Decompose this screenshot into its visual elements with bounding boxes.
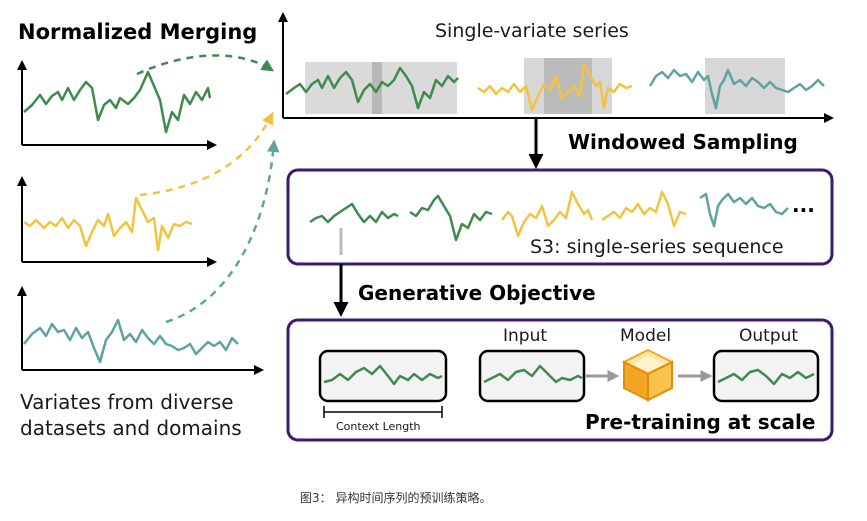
- s3-segments: [309, 190, 789, 242]
- s3-sequence-label: S3: single-series sequence: [530, 236, 784, 258]
- output-label: Output: [739, 326, 799, 346]
- single-variate-axis: [278, 12, 834, 123]
- context-window: [318, 349, 448, 403]
- pretraining-label: Pre-training at scale: [585, 410, 816, 434]
- context-length-bracket: [323, 406, 443, 418]
- context-length-label: Context Length: [336, 420, 421, 433]
- merge-arrow-yellow: [139, 111, 274, 197]
- merged-series-yellow: [477, 62, 633, 112]
- source-plot-yellow: [17, 176, 217, 267]
- input-label: Input: [503, 326, 548, 346]
- figure-caption: 图3： 异构时间序列的预训练策略。: [300, 491, 492, 505]
- generative-objective-label: Generative Objective: [358, 281, 596, 305]
- input-window: [478, 349, 586, 403]
- sampling-windows: [305, 58, 785, 114]
- merged-series-teal: [648, 68, 825, 110]
- source-plot-teal: [17, 286, 264, 375]
- variates-label: Variates from diverse datasets and domai…: [20, 390, 242, 440]
- output-window: [712, 349, 820, 403]
- s3-box: [286, 168, 834, 266]
- model-label: Model: [620, 326, 672, 346]
- merge-arrow-green: [136, 54, 275, 76]
- source-plot-green: [17, 60, 217, 150]
- windowed-sampling-label: Windowed Sampling: [568, 130, 798, 154]
- single-variate-series-label: Single-variate series: [435, 20, 629, 42]
- normalized-merging-title: Normalized Merging: [18, 20, 258, 44]
- merged-series-green: [285, 66, 459, 110]
- cube-icon: [621, 348, 675, 402]
- ellipsis-label: ...: [792, 193, 815, 217]
- merge-arrow-teal: [165, 139, 280, 324]
